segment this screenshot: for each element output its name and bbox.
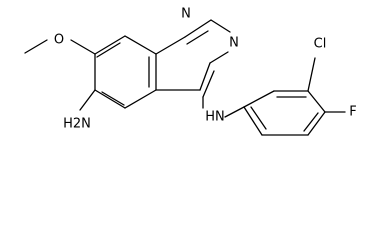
bond-c4-c4a: [199, 62, 211, 91]
bond-c4a-c8a: [124, 35, 157, 55]
bond-ar4-ar5-inner: [303, 112, 319, 132]
bonds: [24, 19, 346, 136]
bond-o-ch3: [24, 39, 48, 54]
bond-c6-nh2: [79, 89, 96, 111]
bond-c7-o: [70, 39, 96, 55]
bond-c2-n3: [210, 19, 231, 33]
bond-ar1-ar2: [243, 90, 275, 108]
atom-nh2: H2N: [63, 117, 91, 132]
bond-c8a-n1: [155, 36, 186, 55]
atom-nh: HN: [205, 110, 225, 125]
atom-labels: N N HN O H2N Cl F: [54, 7, 357, 132]
bond-ar6-ar1: [243, 106, 263, 136]
atom-cl: Cl: [314, 37, 327, 52]
atom-n1: N: [181, 7, 191, 22]
bond-c6-c5: [124, 89, 157, 109]
bond-c7-c6: [94, 89, 126, 109]
bond-c8a-c8-inner: [96, 42, 121, 58]
atom-f: F: [349, 105, 356, 120]
bond-n1-c2: [184, 19, 212, 38]
atom-o: O: [54, 33, 64, 48]
chemical-structure: N N HN O H2N Cl F: [24, 7, 357, 136]
bond-n1-c2-inner: [186, 30, 209, 45]
bond-nh-ar: [224, 106, 245, 118]
bond-c8a-c8: [94, 35, 126, 55]
bond-ar3-ar4: [307, 90, 326, 113]
bond-c4-c4a-outer: [202, 70, 215, 98]
bond-c7-c6-inner: [101, 91, 125, 106]
bond-ar3-cl: [307, 57, 316, 92]
bond-n3-c4: [209, 51, 229, 64]
bond-ar6-ar1-inner: [250, 106, 267, 130]
bond-ar4-ar5: [307, 111, 326, 136]
atom-n3: N: [229, 36, 239, 51]
